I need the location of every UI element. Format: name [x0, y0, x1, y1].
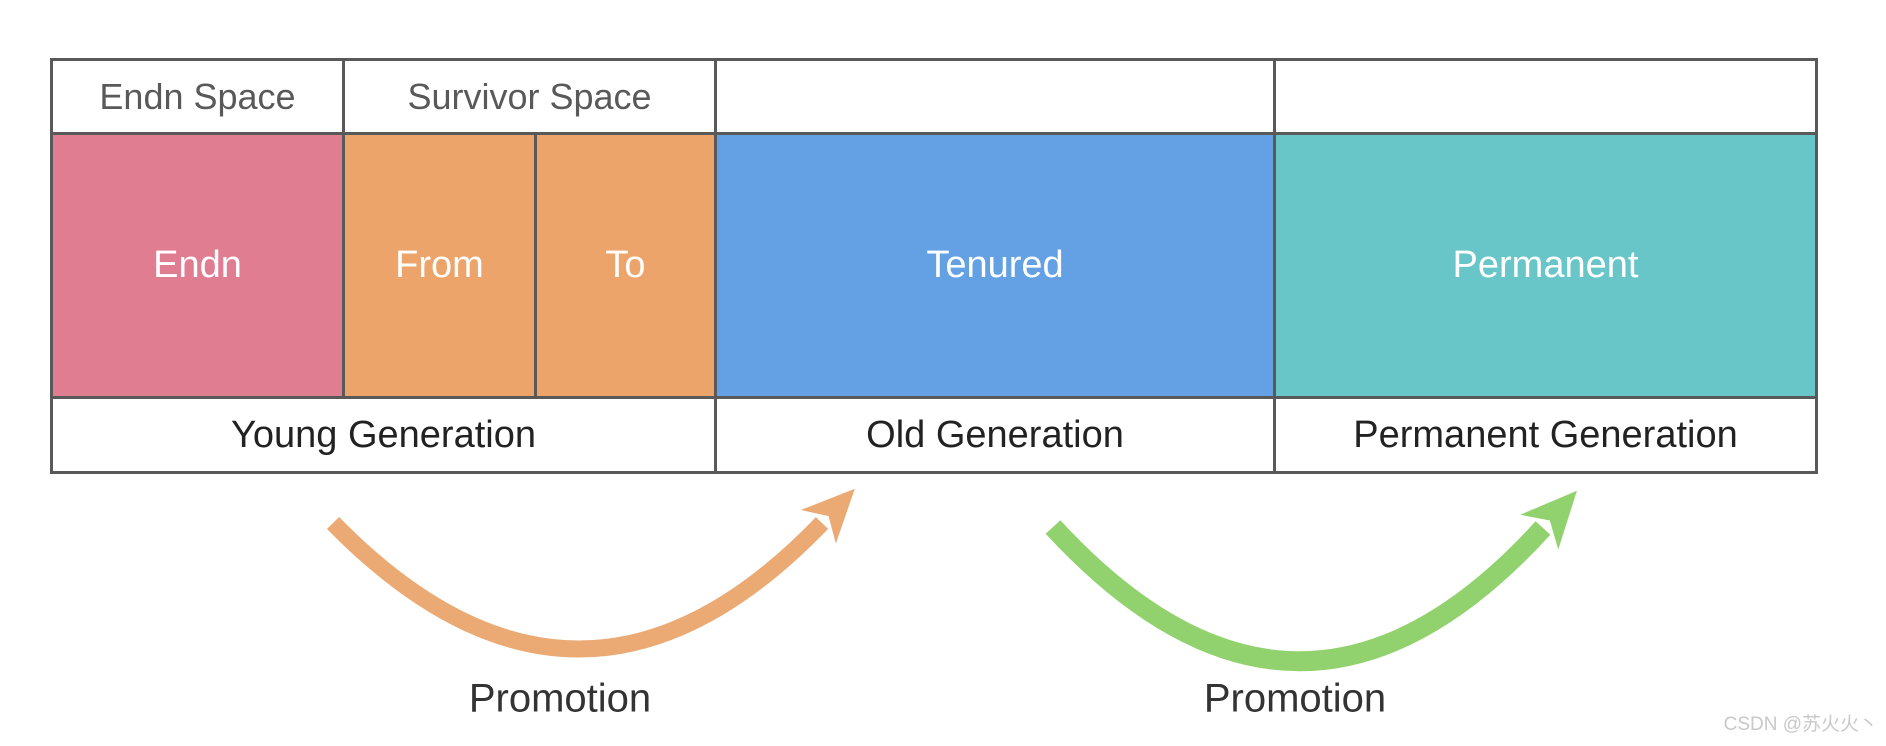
space-header-row: Endn Space Survivor Space [50, 58, 1818, 135]
old-space-header-empty [714, 58, 1276, 135]
promotion-label-young-to-old: Promotion [468, 676, 652, 721]
csdn-watermark: CSDN @苏火火丶 [1723, 714, 1878, 735]
memory-region-row: Endn From To Tenured Permanent [50, 132, 1818, 399]
survivor-space-header: Survivor Space [342, 58, 717, 135]
permanent-region-cell: Permanent [1273, 132, 1818, 399]
permanent-space-header-empty [1273, 58, 1818, 135]
permanent-generation-label: Permanent Generation [1273, 396, 1818, 474]
heap-structure-table: Endn Space Survivor Space Endn From To T… [50, 58, 1818, 474]
survivor-from-cell: From [342, 132, 537, 399]
promotion-arrow-old-to-permanent-icon [1045, 490, 1577, 672]
eden-region-cell: Endn [50, 132, 345, 399]
eden-space-header: Endn Space [50, 58, 345, 135]
young-generation-label: Young Generation [50, 396, 717, 474]
tenured-region-cell: Tenured [714, 132, 1276, 399]
promotion-arrow-young-to-old-icon [326, 488, 855, 658]
promotion-label-old-to-permanent: Promotion [1203, 676, 1387, 721]
old-generation-label: Old Generation [714, 396, 1276, 474]
survivor-to-cell: To [534, 132, 717, 399]
generation-label-row: Young Generation Old Generation Permanen… [50, 396, 1818, 474]
